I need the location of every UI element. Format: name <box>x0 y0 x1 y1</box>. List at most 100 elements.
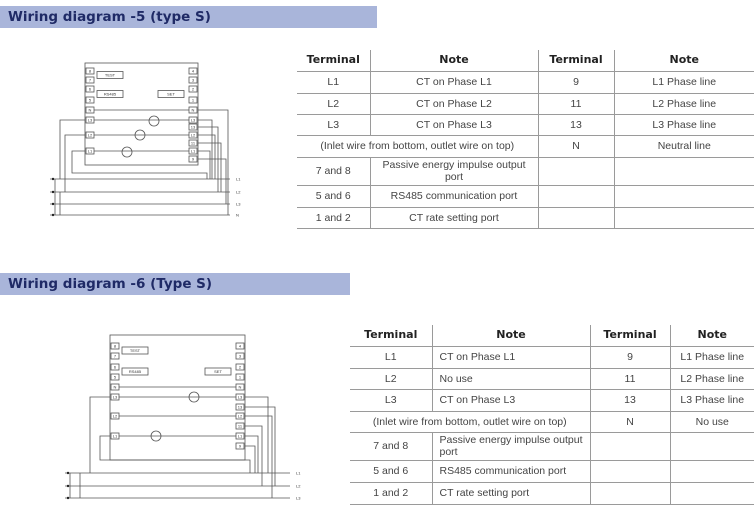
column-header: Terminal <box>350 325 432 347</box>
terminal-label: N <box>114 385 117 390</box>
external-wire <box>245 435 259 473</box>
table-cell: Neutral line <box>613 135 754 158</box>
terminal-box <box>110 363 120 371</box>
terminal-label: L2 <box>88 133 93 138</box>
terminal-box <box>85 96 95 104</box>
terminal-label: N <box>89 108 92 113</box>
terminal-box <box>235 422 245 430</box>
terminal-label: N <box>239 385 242 390</box>
terminal-label: 13 <box>238 405 243 410</box>
module-rs485 <box>96 90 124 98</box>
current-transformer-icon <box>134 129 146 141</box>
module-test <box>121 346 149 355</box>
table-cell: RS485 communication port <box>369 185 538 208</box>
table-cell <box>613 157 754 186</box>
terminal-label: L1 <box>238 434 243 439</box>
table-cell: L2 Phase line <box>613 93 754 115</box>
module-label: TEST <box>130 348 141 353</box>
external-wire <box>245 425 263 486</box>
terminal-box <box>110 373 120 381</box>
external-wire <box>198 150 211 179</box>
supply-line-label: N <box>236 213 239 218</box>
table-cell: (Inlet wire from bottom, outlet wire on … <box>350 411 590 433</box>
terminal-box <box>235 363 245 371</box>
terminal-label: 4 <box>192 69 195 74</box>
table-cell: L3 Phase line <box>669 389 754 412</box>
table-cell: 13 <box>537 114 614 136</box>
terminal-box <box>235 352 245 360</box>
external-wire <box>71 150 208 179</box>
terminal-box <box>188 96 198 104</box>
table-cell: Passive energy impulse output port <box>431 432 590 461</box>
module-set <box>204 367 232 376</box>
terminal-label: 9 <box>192 157 195 162</box>
table-cell: CT on Phase L1 <box>369 71 538 94</box>
table-cell <box>669 432 754 461</box>
external-wire <box>198 134 216 179</box>
column-header: Note <box>669 325 754 347</box>
junction-dot <box>51 202 55 206</box>
terminal-label: 7 <box>89 78 92 83</box>
terminal-box <box>235 442 245 450</box>
current-transformer-icon <box>148 115 160 127</box>
external-wire <box>198 142 222 192</box>
table-cell: L3 Phase line <box>613 114 754 136</box>
terminal-label: L3 <box>191 118 196 123</box>
terminal-label: L3 <box>88 118 93 123</box>
terminal-box <box>235 373 245 381</box>
column-header: Terminal <box>297 50 370 72</box>
column-header: Terminal <box>589 325 670 347</box>
terminal-label: 1 <box>239 375 242 380</box>
terminal-label: L3 <box>238 395 243 400</box>
external-wire <box>198 109 229 215</box>
section-title-wiring-diagram-6: Wiring diagram -6 (Type S) <box>0 273 350 295</box>
table-cell <box>613 207 754 229</box>
table-cell: 5 and 6 <box>350 460 432 483</box>
table-cell <box>537 185 614 208</box>
table-cell: (Inlet wire from bottom, outlet wire on … <box>297 135 538 158</box>
table-cell: L2 <box>350 368 432 390</box>
table-cell: CT on Phase L3 <box>431 389 590 412</box>
terminal-label: 13 <box>191 125 196 130</box>
terminal-label: 11 <box>191 141 196 146</box>
terminal-box <box>235 403 245 411</box>
terminal-label: 8 <box>114 344 117 349</box>
module-label: RS485 <box>129 369 142 374</box>
terminal-box <box>188 123 198 131</box>
supply-line-label: L2 <box>236 190 241 195</box>
table-row: (Inlet wire from bottom, outlet wire on … <box>350 411 754 433</box>
terminal-label: 5 <box>89 98 92 103</box>
supply-line-label: L1 <box>236 177 241 182</box>
terminal-label: 2 <box>239 365 242 370</box>
terminal-box <box>110 342 120 350</box>
terminal-label: 4 <box>239 344 242 349</box>
external-wire <box>198 158 227 204</box>
table-cell: 9 <box>537 71 614 94</box>
terminal-label: L1 <box>191 149 196 154</box>
terminal-box <box>188 139 198 147</box>
table-cell <box>669 482 754 505</box>
external-wire <box>245 406 276 486</box>
terminal-label: L2 <box>191 133 196 138</box>
table-cell: 7 and 8 <box>350 432 432 461</box>
section-title-wiring-diagram-5: Wiring diagram -5 (type S) <box>0 6 377 28</box>
terminal-box <box>110 352 120 360</box>
module-rs485 <box>121 367 149 376</box>
supply-line-label: L2 <box>296 484 301 489</box>
terminal-box <box>85 67 95 75</box>
external-wire <box>64 134 85 192</box>
terminal-label: 3 <box>192 78 195 83</box>
terminal-label: 5 <box>114 375 117 380</box>
module-label: TEST <box>105 73 116 78</box>
table-cell: L1 <box>350 346 432 369</box>
terminal-box <box>188 155 198 163</box>
terminal-box <box>85 85 95 93</box>
